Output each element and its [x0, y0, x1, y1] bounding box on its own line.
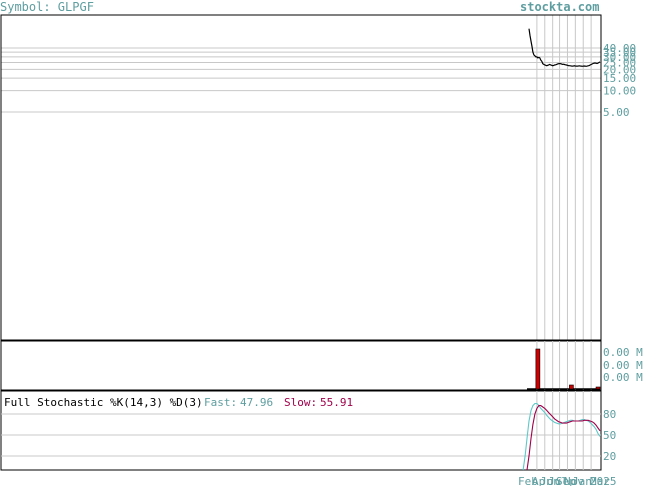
volume-panel: 0.00 M0.00 M0.00 M [0, 340, 643, 391]
fast-value: 47.96 [240, 396, 274, 409]
price-tick-label: 15.00 [603, 72, 636, 85]
stoch-tick-label: 80 [603, 408, 616, 421]
price-tick-label: 25.00 [603, 56, 636, 69]
slow-line [526, 405, 601, 471]
volume-frame [0, 340, 602, 391]
price-frame [0, 14, 602, 341]
price-tick-label: 5.00 [603, 106, 630, 119]
x-tick-label: Feb [518, 475, 538, 486]
price-tick-label: 10.00 [603, 85, 636, 98]
x-tick-label: Sep [556, 475, 576, 486]
volume-tick-label: 0.00 M [603, 346, 643, 359]
x-tick-label: Mar [590, 475, 610, 486]
stoch-tick-label: 50 [603, 429, 616, 442]
stoch-tick-label: 20 [603, 450, 616, 463]
volume-bar [535, 348, 541, 390]
x-tick-label: Nov [564, 475, 584, 486]
volume-tick-label: 0.00 M [603, 359, 643, 372]
x-tick-label: Jan [572, 475, 592, 486]
slow-label: Slow: [284, 396, 318, 409]
price-tick-label: 20.00 [603, 63, 636, 76]
site-label: stockta.com [520, 0, 600, 14]
stochastic-frame [0, 390, 602, 471]
fast-label: Fast: [204, 396, 238, 409]
volume-bar [595, 386, 601, 390]
x-tick-label: Jul [548, 475, 568, 486]
price-tick-label: 40.00 [603, 42, 636, 55]
price-line [528, 28, 601, 67]
price-tick-label: 35.00 [603, 46, 636, 59]
x-tick-label: Jun [540, 475, 560, 486]
volume-tick-label: 0.00 M [603, 371, 643, 384]
stochastic-title: Full Stochastic %K(14,3) %D(3) [4, 396, 203, 409]
x-tick-label: Apr [532, 475, 552, 486]
symbol-label: Symbol: GLPGF [0, 0, 94, 14]
volume-bar [569, 384, 574, 390]
stochastic-panel: 80 50 20 [0, 390, 616, 471]
price-tick-label: 30.00 [603, 51, 636, 64]
x-tick-label: 2025 [590, 475, 617, 486]
slow-value: 55.91 [320, 396, 354, 409]
